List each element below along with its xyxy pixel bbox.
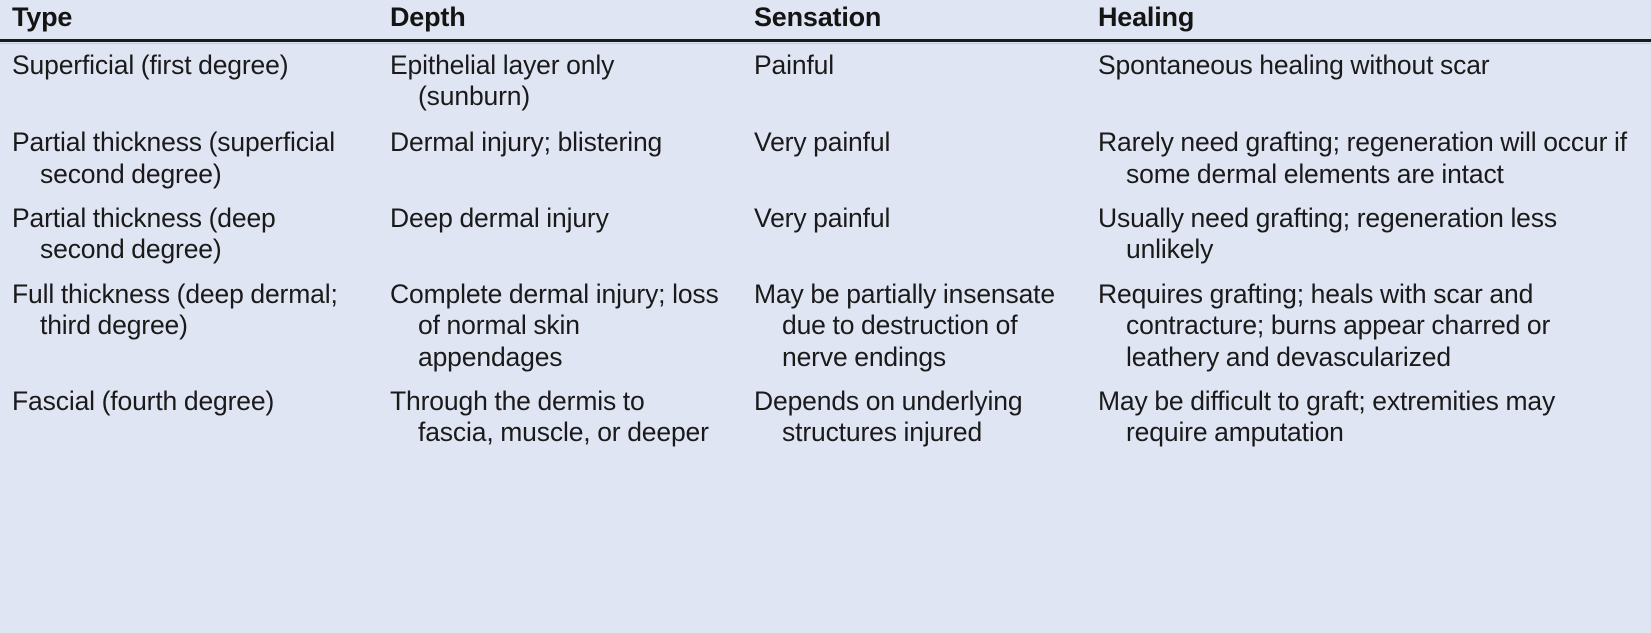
cell-depth: Dermal injury; blistering [378, 118, 742, 197]
cell-depth: Epithelial layer only (sunburn) [378, 40, 742, 119]
cell-type: Fascial (fourth degree) [0, 379, 378, 455]
cell-healing: May be difficult to graft; extremities m… [1086, 379, 1651, 455]
column-header-depth: Depth [378, 0, 742, 42]
cell-sensation: May be partially insensate due to destru… [742, 271, 1086, 380]
cell-type: Superficial (first degree) [0, 40, 378, 119]
cell-depth: Deep dermal injury [378, 196, 742, 272]
cell-sensation: Very painful [742, 118, 1086, 197]
cell-healing: Usually need grafting; regeneration less… [1086, 196, 1651, 272]
cell-healing: Spontaneous healing without scar [1086, 40, 1651, 119]
cell-healing: Rarely need grafting; regeneration will … [1086, 118, 1651, 197]
column-header-type: Type [0, 0, 378, 42]
table-row: Superficial (first degree) Epithelial la… [0, 40, 1651, 119]
table-row: Partial thickness (deep second degree) D… [0, 196, 1651, 272]
header-secondary-rule [0, 43, 1651, 44]
table-row: Fascial (fourth degree) Through the derm… [0, 379, 1651, 455]
table-row: Full thickness (deep dermal; third degre… [0, 271, 1651, 380]
cell-healing: Requires grafting; heals with scar and c… [1086, 271, 1651, 380]
cell-sensation: Depends on underlying structures injured [742, 379, 1086, 455]
column-header-sensation: Sensation [742, 0, 1086, 42]
cell-depth: Through the dermis to fascia, muscle, or… [378, 379, 742, 455]
cell-type: Partial thickness (deep second degree) [0, 196, 378, 272]
column-header-healing: Healing [1086, 0, 1651, 42]
cell-sensation: Very painful [742, 196, 1086, 272]
table-row: Partial thickness (superficial second de… [0, 118, 1651, 197]
cell-type: Full thickness (deep dermal; third degre… [0, 271, 378, 380]
cell-depth: Complete dermal injury; loss of normal s… [378, 271, 742, 380]
cell-sensation: Painful [742, 40, 1086, 119]
table-header-row: Type Depth Sensation Healing [0, 0, 1651, 42]
table-body: Superficial (first degree) Epithelial la… [0, 40, 1651, 455]
table-header: Type Depth Sensation Healing [0, 0, 1651, 42]
burn-depth-classification-table: Type Depth Sensation Healing Superficial… [0, 0, 1651, 455]
cell-type: Partial thickness (superficial second de… [0, 118, 378, 197]
